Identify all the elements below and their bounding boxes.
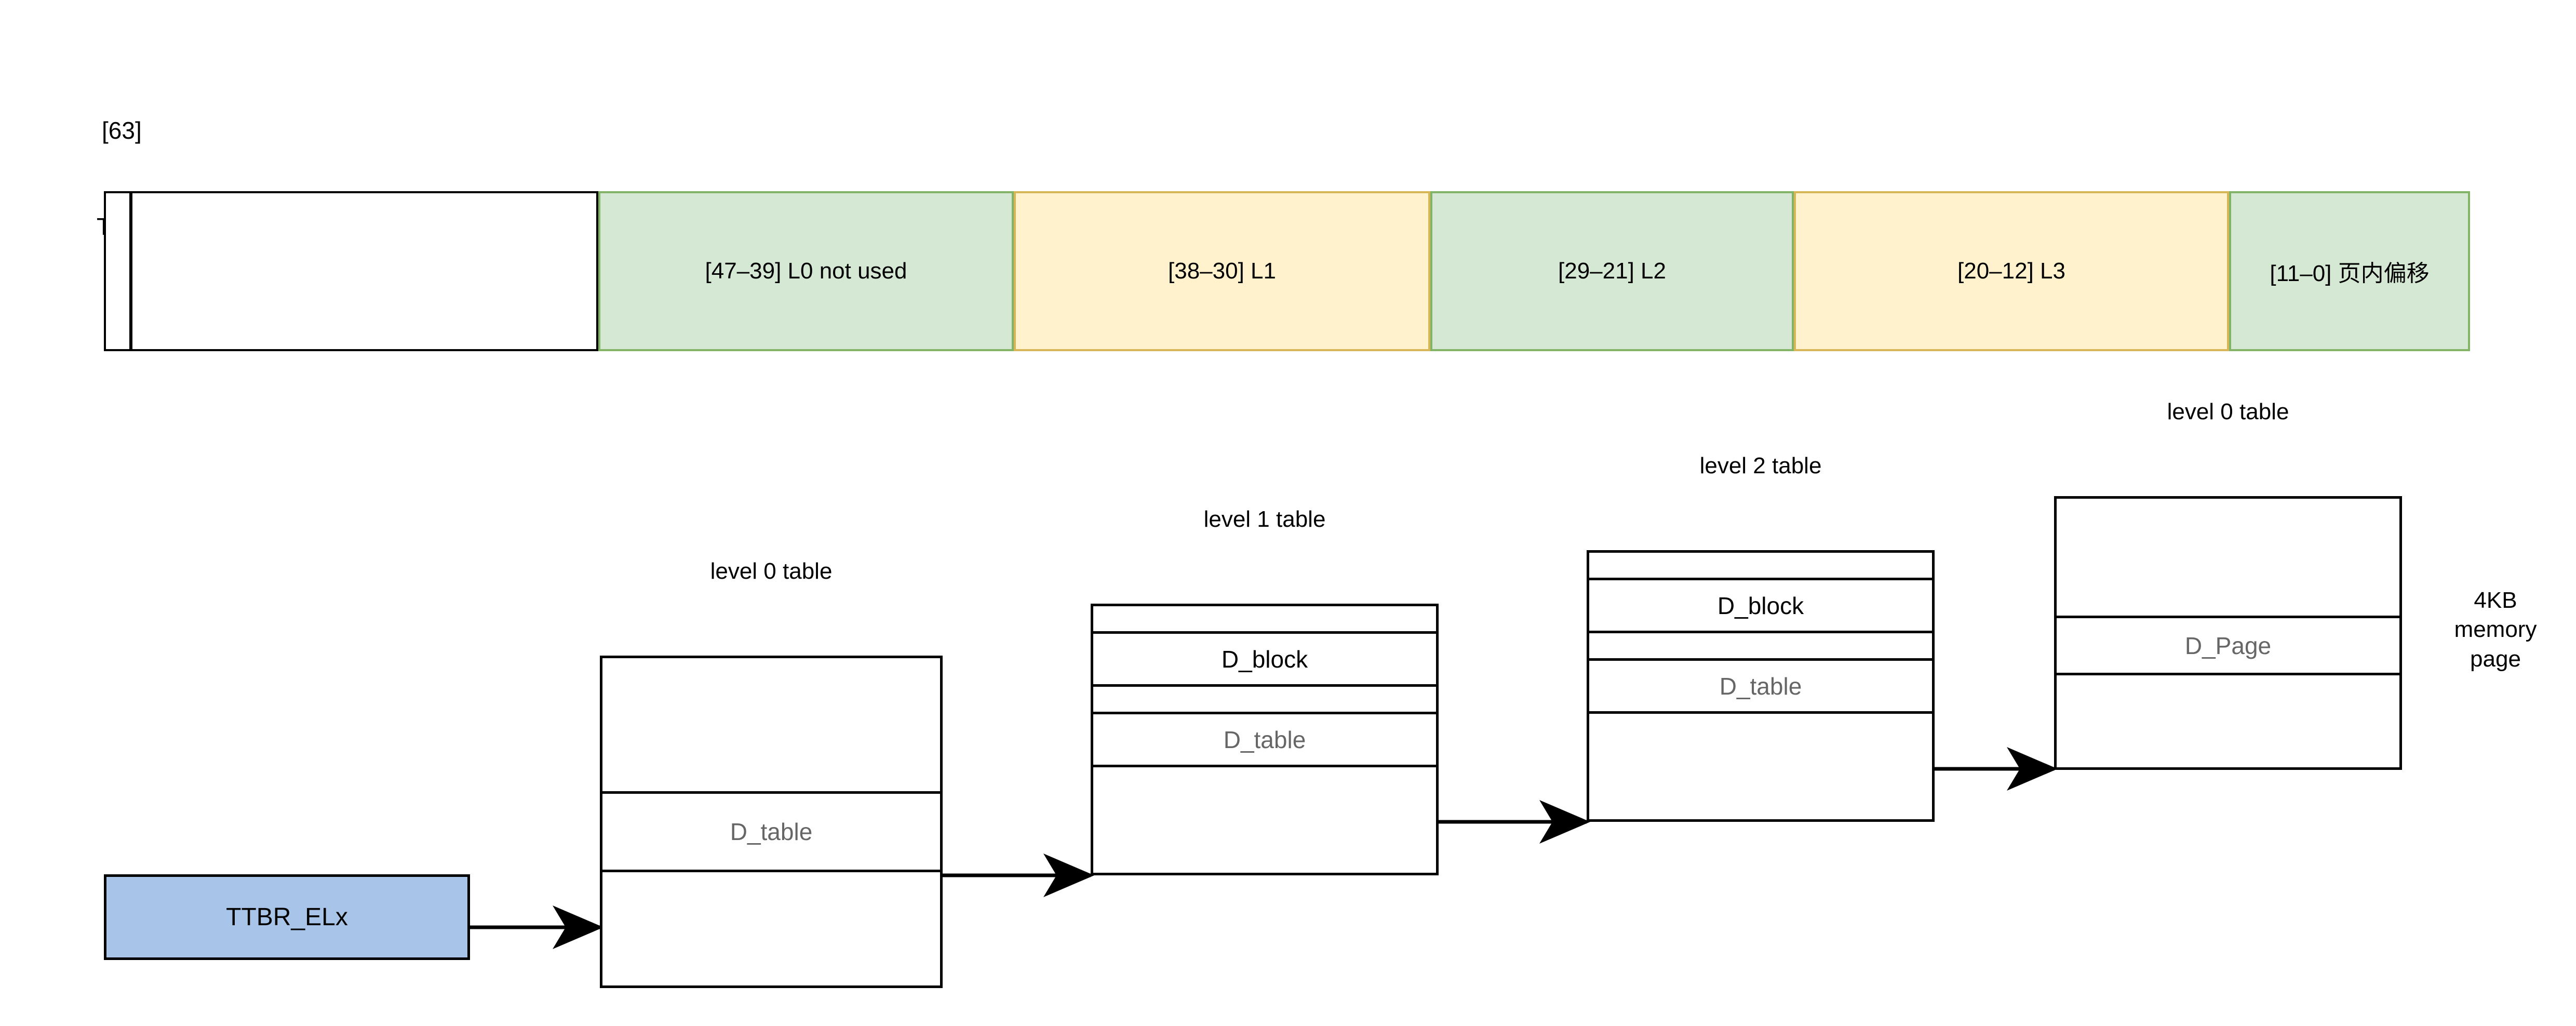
table-row: [1589, 633, 1932, 661]
page-table-level2: D_block D_table: [1587, 550, 1935, 822]
table-row-d-block: D_block: [1093, 634, 1436, 687]
bitfield-segment-l3: [20–12] L3: [1794, 191, 2229, 351]
table-caption-level2: level 2 table: [1699, 453, 1822, 478]
table-row-d-page: D_Page: [2057, 618, 2399, 675]
table-row: [602, 658, 940, 794]
bitfield-bar: [47–39] L0 not used [38–30] L1 [29–21] L…: [104, 191, 2470, 351]
page-table-level0: D_table: [600, 656, 943, 988]
table-row-d-table: D_table: [1093, 714, 1436, 767]
page-table-page: D_Page: [2054, 496, 2402, 770]
ttbr-register-label: TTBR_ELx: [226, 903, 348, 931]
table-row: [1093, 687, 1436, 714]
table-row: [2057, 675, 2399, 770]
register-bit-index: [63]: [102, 117, 142, 144]
table-row-d-table: D_table: [602, 794, 940, 872]
bitfield-segment-unused-high: [131, 191, 598, 351]
table-row-d-block: D_block: [1589, 580, 1932, 633]
table-row: [602, 872, 940, 985]
ttbr-register-box[interactable]: TTBR_ELx: [104, 874, 470, 960]
table-caption-page: level 0 table: [2167, 399, 2289, 424]
table-caption-level0: level 0 table: [710, 558, 833, 584]
bitfield-segment-l2: [29–21] L2: [1430, 191, 1794, 351]
bitfield-segment-page-offset: [11–0] 页内偏移: [2229, 191, 2470, 351]
bitfield-segment-l1: [38–30] L1: [1014, 191, 1430, 351]
table-caption-level1: level 1 table: [1203, 507, 1326, 532]
table-row: [1589, 553, 1932, 580]
table-row: [1589, 714, 1932, 814]
table-row-d-table: D_table: [1589, 661, 1932, 714]
memory-page-note: 4KB memory page: [2454, 588, 2537, 672]
table-row: [2057, 499, 2399, 618]
bitfield-segment-l0: [47–39] L0 not used: [598, 191, 1014, 351]
bitfield-segment-ttbr-select: [104, 191, 131, 351]
page-table-level1: D_block D_table: [1091, 604, 1439, 875]
table-row: [1093, 767, 1436, 868]
table-row: [1093, 606, 1436, 634]
